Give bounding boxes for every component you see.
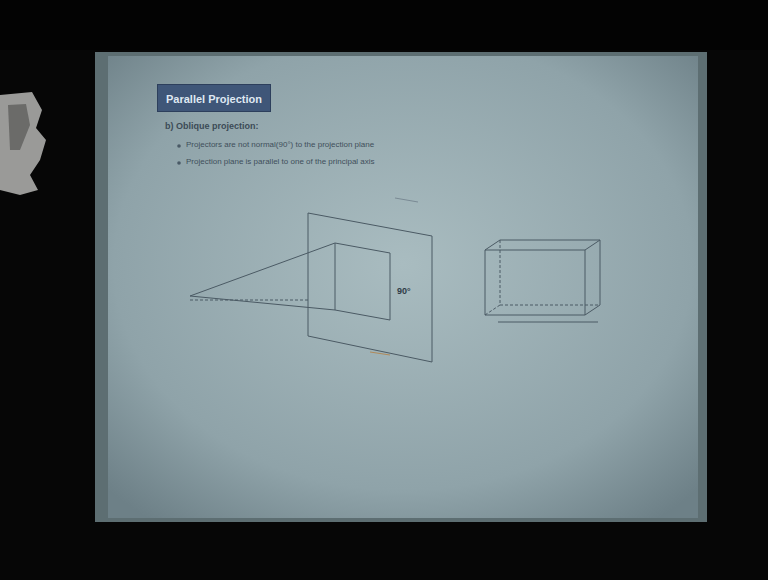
projection-illustration [190,198,600,362]
angle-label: 90° [397,286,411,296]
section-heading: b) Oblique projection: [165,121,259,131]
bullet-text: Projection plane is parallel to one of t… [186,157,375,166]
bullet-dots [177,144,181,165]
title-band: Parallel Projection [157,84,271,112]
slide-title: Parallel Projection [166,93,262,105]
bullet-text: Projectors are not normal(90°) to the pr… [186,140,374,149]
slide-ground [108,56,698,518]
top-bar [0,0,768,50]
projector-object [0,92,46,195]
screen-frame [95,52,707,522]
